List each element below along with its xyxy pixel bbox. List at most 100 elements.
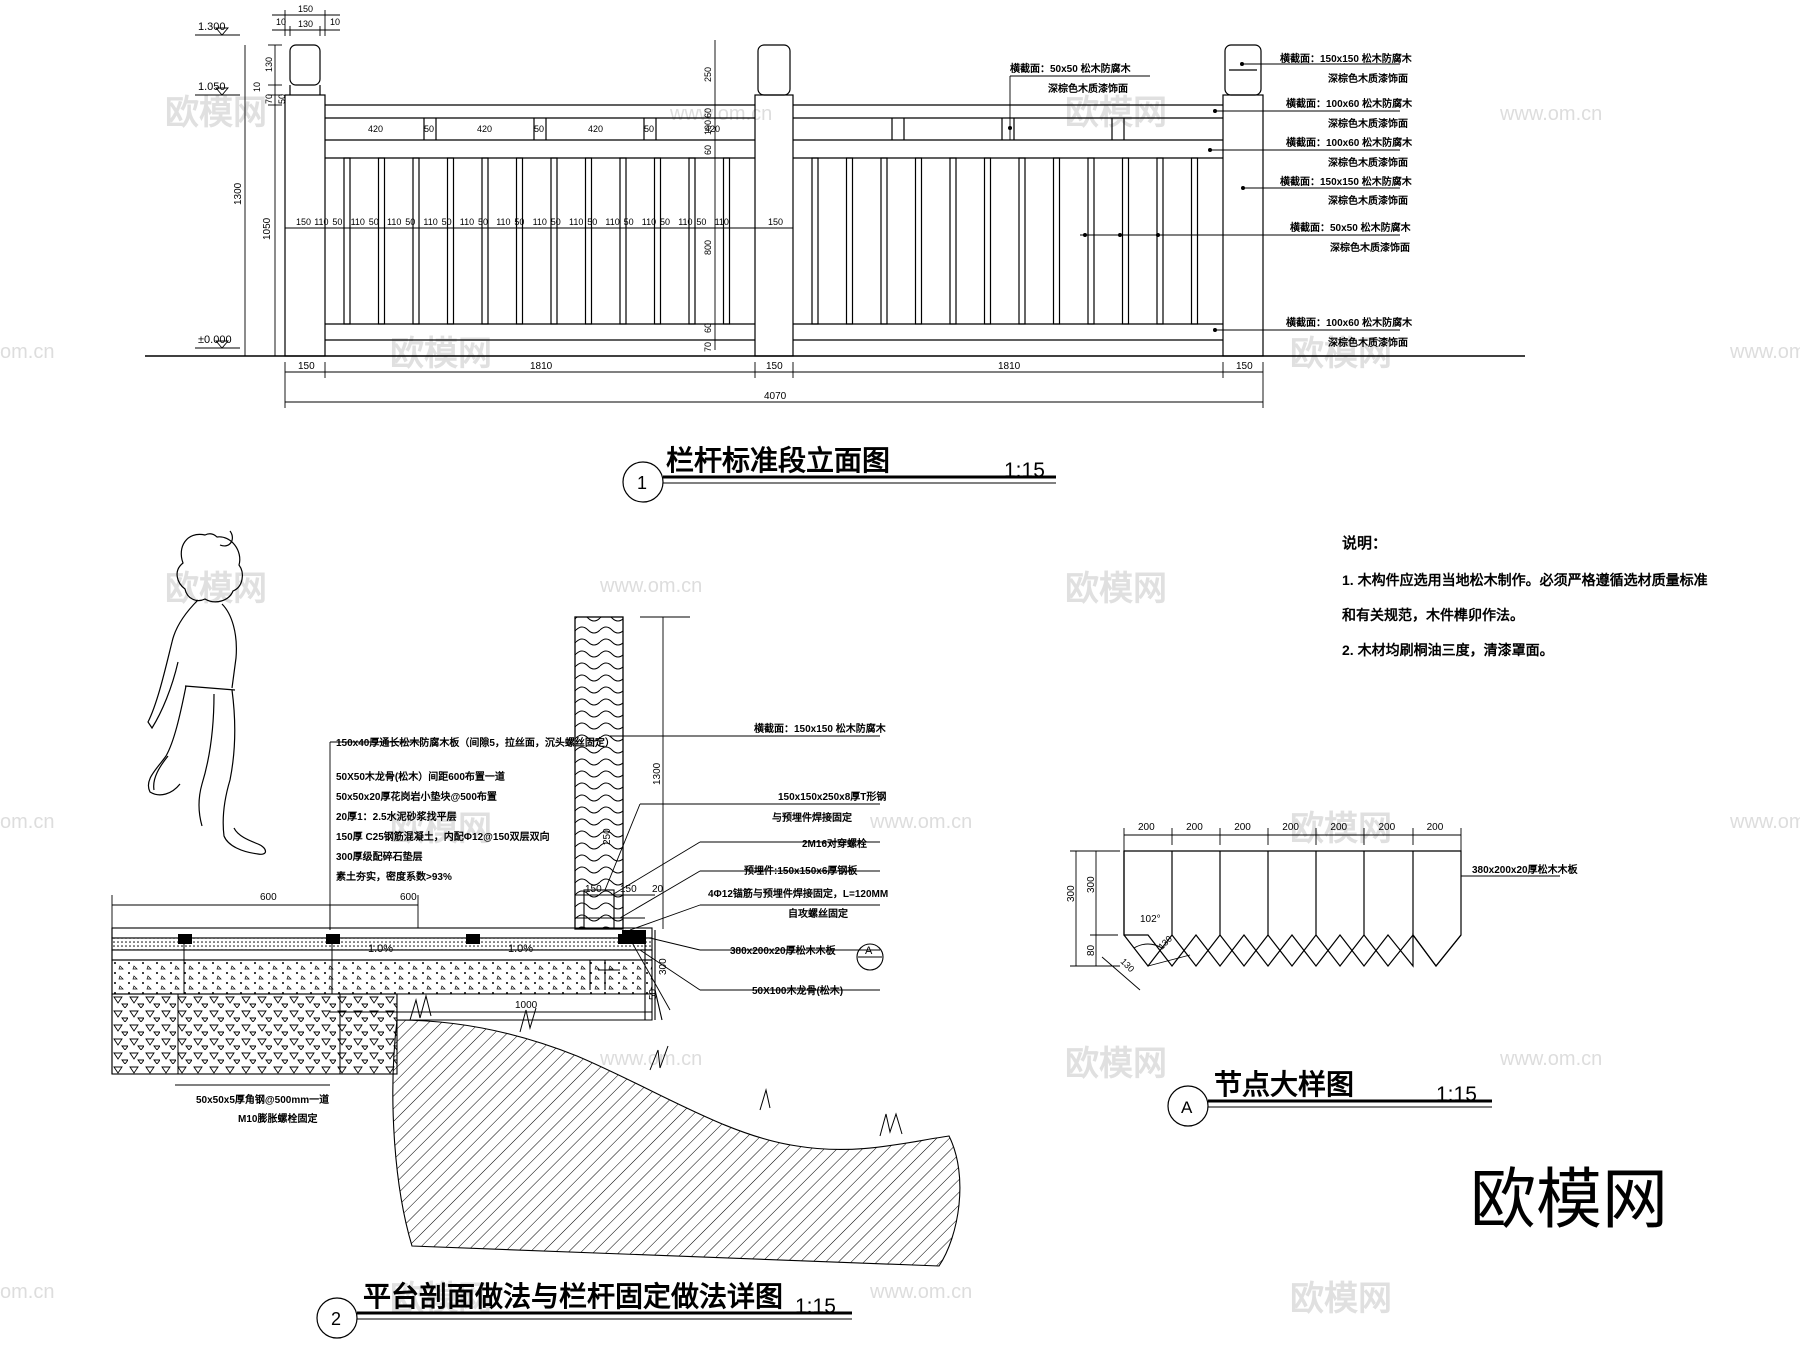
soil-mound (392, 1019, 961, 1267)
dim-text: 600 (400, 892, 417, 903)
dim-text: 150 (298, 361, 315, 372)
detail-label: 380x200x20厚松木木板 (1472, 863, 1579, 876)
section-label: 与预埋件焊接固定 (772, 811, 852, 824)
drawing-number: 1 (637, 473, 647, 493)
watermark: 欧模网 (1065, 94, 1167, 132)
annotation: 深棕色木质漆饰面 (1328, 117, 1408, 130)
layer-note: 20厚1：2.5水泥砂浆找平层 (336, 810, 457, 823)
watermark-url: om.cn (0, 341, 54, 363)
baluster (446, 157, 455, 325)
watermark: 欧模网 (1290, 1280, 1392, 1318)
dim-text: 150 (1236, 361, 1253, 372)
drawing-number: 2 (331, 1309, 341, 1329)
watermark: 欧模网 (1290, 335, 1392, 373)
baluster (515, 157, 524, 325)
dim-text: 1300 (233, 182, 244, 205)
watermark: 欧模网 (1065, 1045, 1167, 1083)
drawing-scale: 1:15 (795, 1295, 836, 1318)
dim-text: 110 (678, 217, 692, 227)
dim-text: 150 (298, 4, 313, 14)
dim-text: 50 (514, 217, 524, 227)
dim-text: 200 (1427, 822, 1444, 833)
dim-text: 200 (1234, 822, 1251, 833)
dim-text: 420 (368, 124, 383, 134)
drawing-title: 栏杆标准段立面图 (666, 444, 890, 476)
level-label: ±0.000 (198, 334, 232, 346)
post-cap-middle (757, 44, 791, 96)
baluster (653, 157, 662, 325)
section-title-block: 2 平台剖面做法与栏杆固定做法详图 1:15 (316, 1280, 852, 1339)
dim-text: 200 (1186, 822, 1203, 833)
drawing-scale: 1:15 (1004, 459, 1045, 482)
section-label: 2M16对穿螺栓 (802, 837, 867, 850)
section-label: 自攻螺丝固定 (788, 907, 848, 920)
annotation: 横截面：150x150 松木防腐木 (1280, 52, 1413, 65)
dim-text: 1810 (530, 361, 553, 372)
dim-text: 130 (1119, 956, 1137, 974)
baluster (811, 157, 819, 325)
watermark-url: www.om.cn (669, 103, 772, 125)
dim-text: 200 (1282, 822, 1299, 833)
dim-text: 50 (534, 124, 544, 134)
post-right (1222, 94, 1264, 357)
dim-text: 1000 (515, 1000, 538, 1011)
dim-text: 600 (260, 892, 277, 903)
post-cap-right (1224, 44, 1262, 96)
baluster (481, 157, 489, 325)
dim-text: 800 (703, 240, 713, 255)
railing-elevation-drawing (145, 44, 1525, 357)
section-label: 预埋件:150x150x6厚钢板 (744, 864, 858, 877)
watermark: 欧模网 (165, 94, 267, 132)
dim-text: 60 (703, 108, 713, 118)
watermark-url: www.om.cn (599, 1048, 702, 1070)
baluster (1052, 157, 1061, 325)
dim-text: 110 (642, 217, 656, 227)
dim-text: 110 (460, 217, 474, 227)
dim-text: 10 (276, 17, 286, 27)
level-label: 1.300 (198, 21, 226, 33)
dim-text: 110 (605, 217, 619, 227)
annotation: 横截面：150x150 松木防腐木 (1280, 175, 1413, 188)
baluster (1087, 157, 1095, 325)
dim-text: 200 (1330, 822, 1347, 833)
dim-text: 10 (252, 82, 262, 92)
dim-text: 110 (533, 217, 547, 227)
dim-text: 50 (551, 217, 561, 227)
dim-text: 150 (296, 217, 311, 227)
dim-text: 70 (703, 342, 713, 352)
dim-text: 300 (658, 958, 669, 975)
dim-text: 150 (620, 884, 637, 895)
baluster (722, 157, 731, 325)
dim-text: 70 (264, 94, 274, 104)
dim-text: 200 (1379, 822, 1396, 833)
annotation: 横截面：50x50 松木防腐木 (1010, 62, 1132, 75)
annotation: 深棕色木质漆饰面 (1328, 194, 1408, 207)
layer-note: 150厚 C25钢筋混凝土，内配Φ12@150双层双向 (336, 830, 550, 843)
watermark: 欧模网 (390, 810, 492, 848)
dim-text: 110 (496, 217, 510, 227)
section-label: 380x200x20厚松木木板 (730, 944, 837, 957)
post-cap-left (289, 44, 321, 86)
baluster (1156, 157, 1164, 325)
human-figure (147, 530, 267, 855)
watermark: 欧模网 (390, 335, 492, 373)
baluster (1190, 157, 1199, 325)
section-label: M10膨胀螺栓固定 (238, 1112, 317, 1125)
dim-text: 50 (624, 217, 634, 227)
annotation: 横截面：50x50 松木防腐木 (1290, 221, 1412, 234)
dim-text: 150 (768, 217, 783, 227)
drawing-scale: 1:15 (1436, 1083, 1477, 1106)
baluster (845, 157, 854, 325)
watermark: 欧模网 (1065, 570, 1167, 608)
level-label: 1.050 (198, 81, 226, 93)
baluster (584, 157, 593, 325)
dim-text: 60 (703, 145, 713, 155)
dim-text: 1300 (652, 762, 663, 785)
annotation: 深棕色木质漆饰面 (1328, 156, 1408, 169)
baluster (412, 157, 420, 325)
baluster (1018, 157, 1026, 325)
annotation: 深棕色木质漆饰面 (1328, 72, 1408, 85)
layer-note: 50X50木龙骨(松木）间距600布置一道 (336, 770, 505, 783)
layer-note: 50x50x20厚花岗岩小垫块@500布置 (336, 790, 497, 803)
layer-note: 素土夯实，密度系数>93% (336, 870, 452, 883)
